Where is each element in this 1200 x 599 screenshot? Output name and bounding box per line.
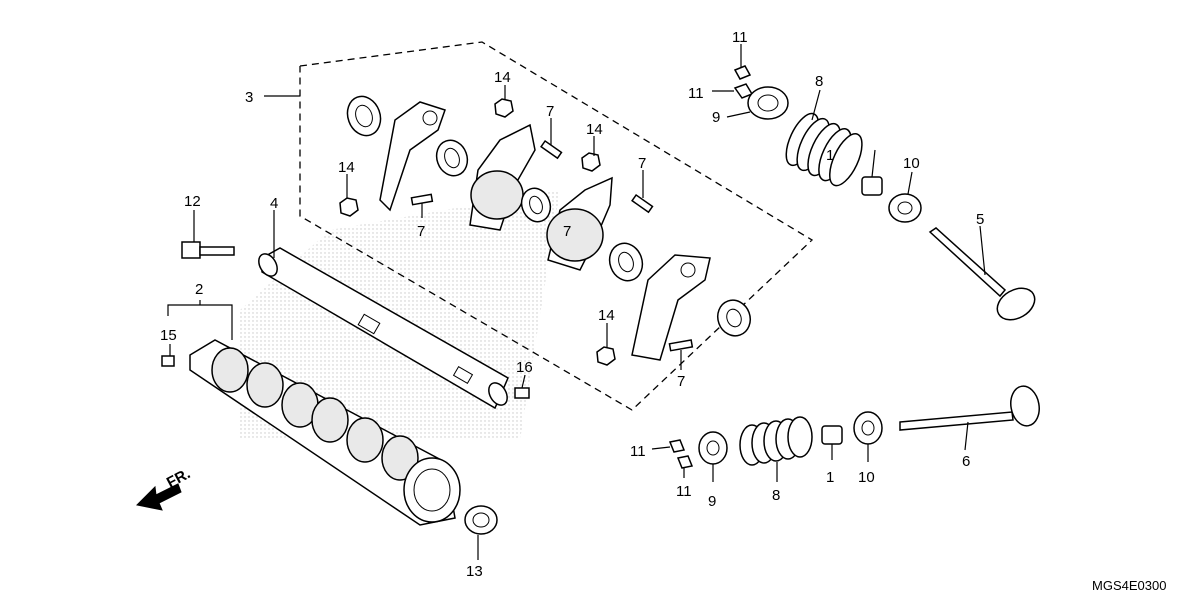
callout-7: 7 — [563, 223, 571, 240]
rocker-arm-set — [339, 95, 751, 366]
callout-1: 1 — [826, 469, 834, 486]
callout-7: 7 — [546, 103, 554, 120]
fr-label: FR. — [164, 465, 193, 491]
callout-14: 14 — [586, 121, 603, 138]
callout-11: 11 — [688, 85, 704, 102]
callout-12: 12 — [184, 193, 201, 210]
callout-14: 14 — [598, 307, 615, 324]
callout-3: 3 — [245, 89, 253, 106]
callout-8: 8 — [815, 73, 823, 90]
callout-16: 16 — [516, 359, 533, 376]
callout-13: 13 — [466, 563, 483, 580]
callout-10: 10 — [858, 469, 875, 486]
callout-10: 10 — [903, 155, 920, 172]
callout-6: 6 — [962, 453, 970, 470]
callout-2: 2 — [195, 281, 203, 298]
callout-labels: 1 1 2 3 4 5 6 7 7 7 7 7 8 8 9 9 10 10 11… — [160, 29, 984, 580]
part-13 — [464, 505, 498, 535]
callout-14: 14 — [338, 159, 355, 176]
callout-1: 1 — [826, 147, 834, 164]
dowel-pin-16 — [514, 387, 530, 399]
callout-9: 9 — [712, 109, 720, 126]
rocker-arm-assembly-box — [299, 41, 814, 411]
callout-15: 15 — [160, 327, 177, 344]
front-direction-arrow: FR. — [135, 465, 193, 511]
bolt-12 — [181, 241, 235, 259]
callout-7: 7 — [417, 223, 425, 240]
callout-11: 11 — [676, 483, 692, 500]
callout-7: 7 — [638, 155, 646, 172]
lower-valve-group — [668, 385, 1040, 469]
diagram-code: MGS4E0300 — [1092, 578, 1166, 593]
callout-11: 11 — [630, 443, 646, 460]
callout-7: 7 — [677, 373, 685, 390]
callout-9: 9 — [708, 493, 716, 510]
callout-14: 14 — [494, 69, 511, 86]
leader-lines — [167, 44, 986, 560]
upper-valve-group — [733, 65, 1036, 321]
callout-11: 11 — [732, 29, 748, 46]
callout-8: 8 — [772, 487, 780, 504]
callout-5: 5 — [976, 211, 984, 228]
camshaft — [189, 339, 461, 526]
callout-4: 4 — [270, 195, 278, 212]
dowel-pin-15 — [161, 355, 175, 367]
rocker-shaft — [258, 247, 509, 410]
